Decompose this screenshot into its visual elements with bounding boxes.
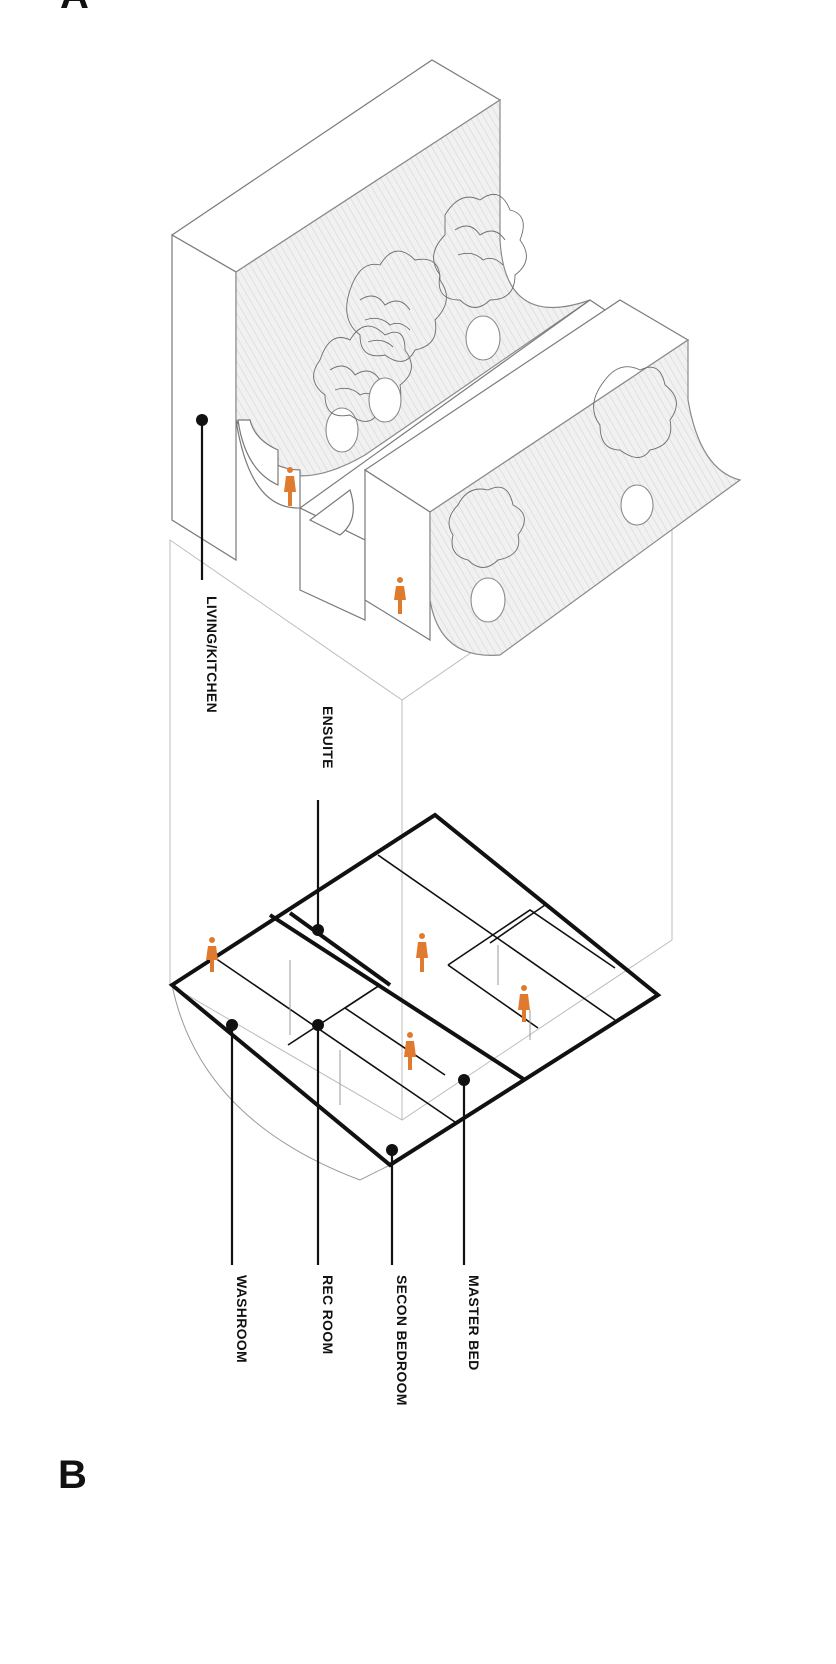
person-plan-1 <box>206 937 218 972</box>
dot-washroom <box>226 1019 238 1031</box>
planter-4 <box>448 486 525 623</box>
person-figure-1 <box>284 467 296 506</box>
label-washroom: WASHROOM <box>234 1275 250 1363</box>
wall-2 <box>274 916 382 1046</box>
person-plan-4 <box>518 985 530 1022</box>
dot-rec-room <box>312 1019 324 1031</box>
wall-1 <box>214 957 456 1123</box>
planter-5 <box>593 366 677 526</box>
plan-heavy-divider-a <box>268 913 527 1082</box>
leaders <box>196 414 470 1265</box>
doors <box>289 945 531 1105</box>
wall-4 <box>377 854 616 1021</box>
person-plan-3 <box>404 1032 416 1070</box>
window-left <box>237 419 279 486</box>
dot-master-bed <box>458 1074 470 1086</box>
person-figure-2 <box>394 577 406 614</box>
planter-3 <box>433 193 527 361</box>
wall-5 <box>447 909 616 969</box>
label-second-bedroom: SECON BEDROOM <box>394 1275 410 1406</box>
label-ensuite: ENSUITE <box>320 706 336 769</box>
planter-1 <box>313 325 412 453</box>
label-living-kitchen: LIVING/KITCHEN <box>204 596 220 713</box>
upper-volume <box>169 59 742 1121</box>
dot-ensuite <box>312 924 324 936</box>
panel-letter-a: A <box>60 0 89 17</box>
wall-7 <box>489 904 546 944</box>
plan-heavy-divider-b <box>288 911 392 987</box>
back-block-side <box>171 233 237 562</box>
label-master-bed: MASTER BED <box>466 1275 482 1371</box>
panel-letter-b: B <box>58 1453 87 1497</box>
window-middle <box>308 489 354 536</box>
person-plan-2 <box>416 933 428 972</box>
curved-wall-front <box>429 338 742 656</box>
label-rec-room: REC ROOM <box>320 1275 336 1354</box>
dot-living-kitchen <box>196 414 208 426</box>
wall-3 <box>343 984 446 1076</box>
labels: LIVING/KITCHEN ENSUITE WASHROOM REC ROOM… <box>204 596 482 1406</box>
dot-second-bedroom <box>386 1144 398 1156</box>
planter-2 <box>346 250 447 423</box>
front-block-side <box>364 468 431 642</box>
plan-underside-curve <box>171 984 391 1181</box>
